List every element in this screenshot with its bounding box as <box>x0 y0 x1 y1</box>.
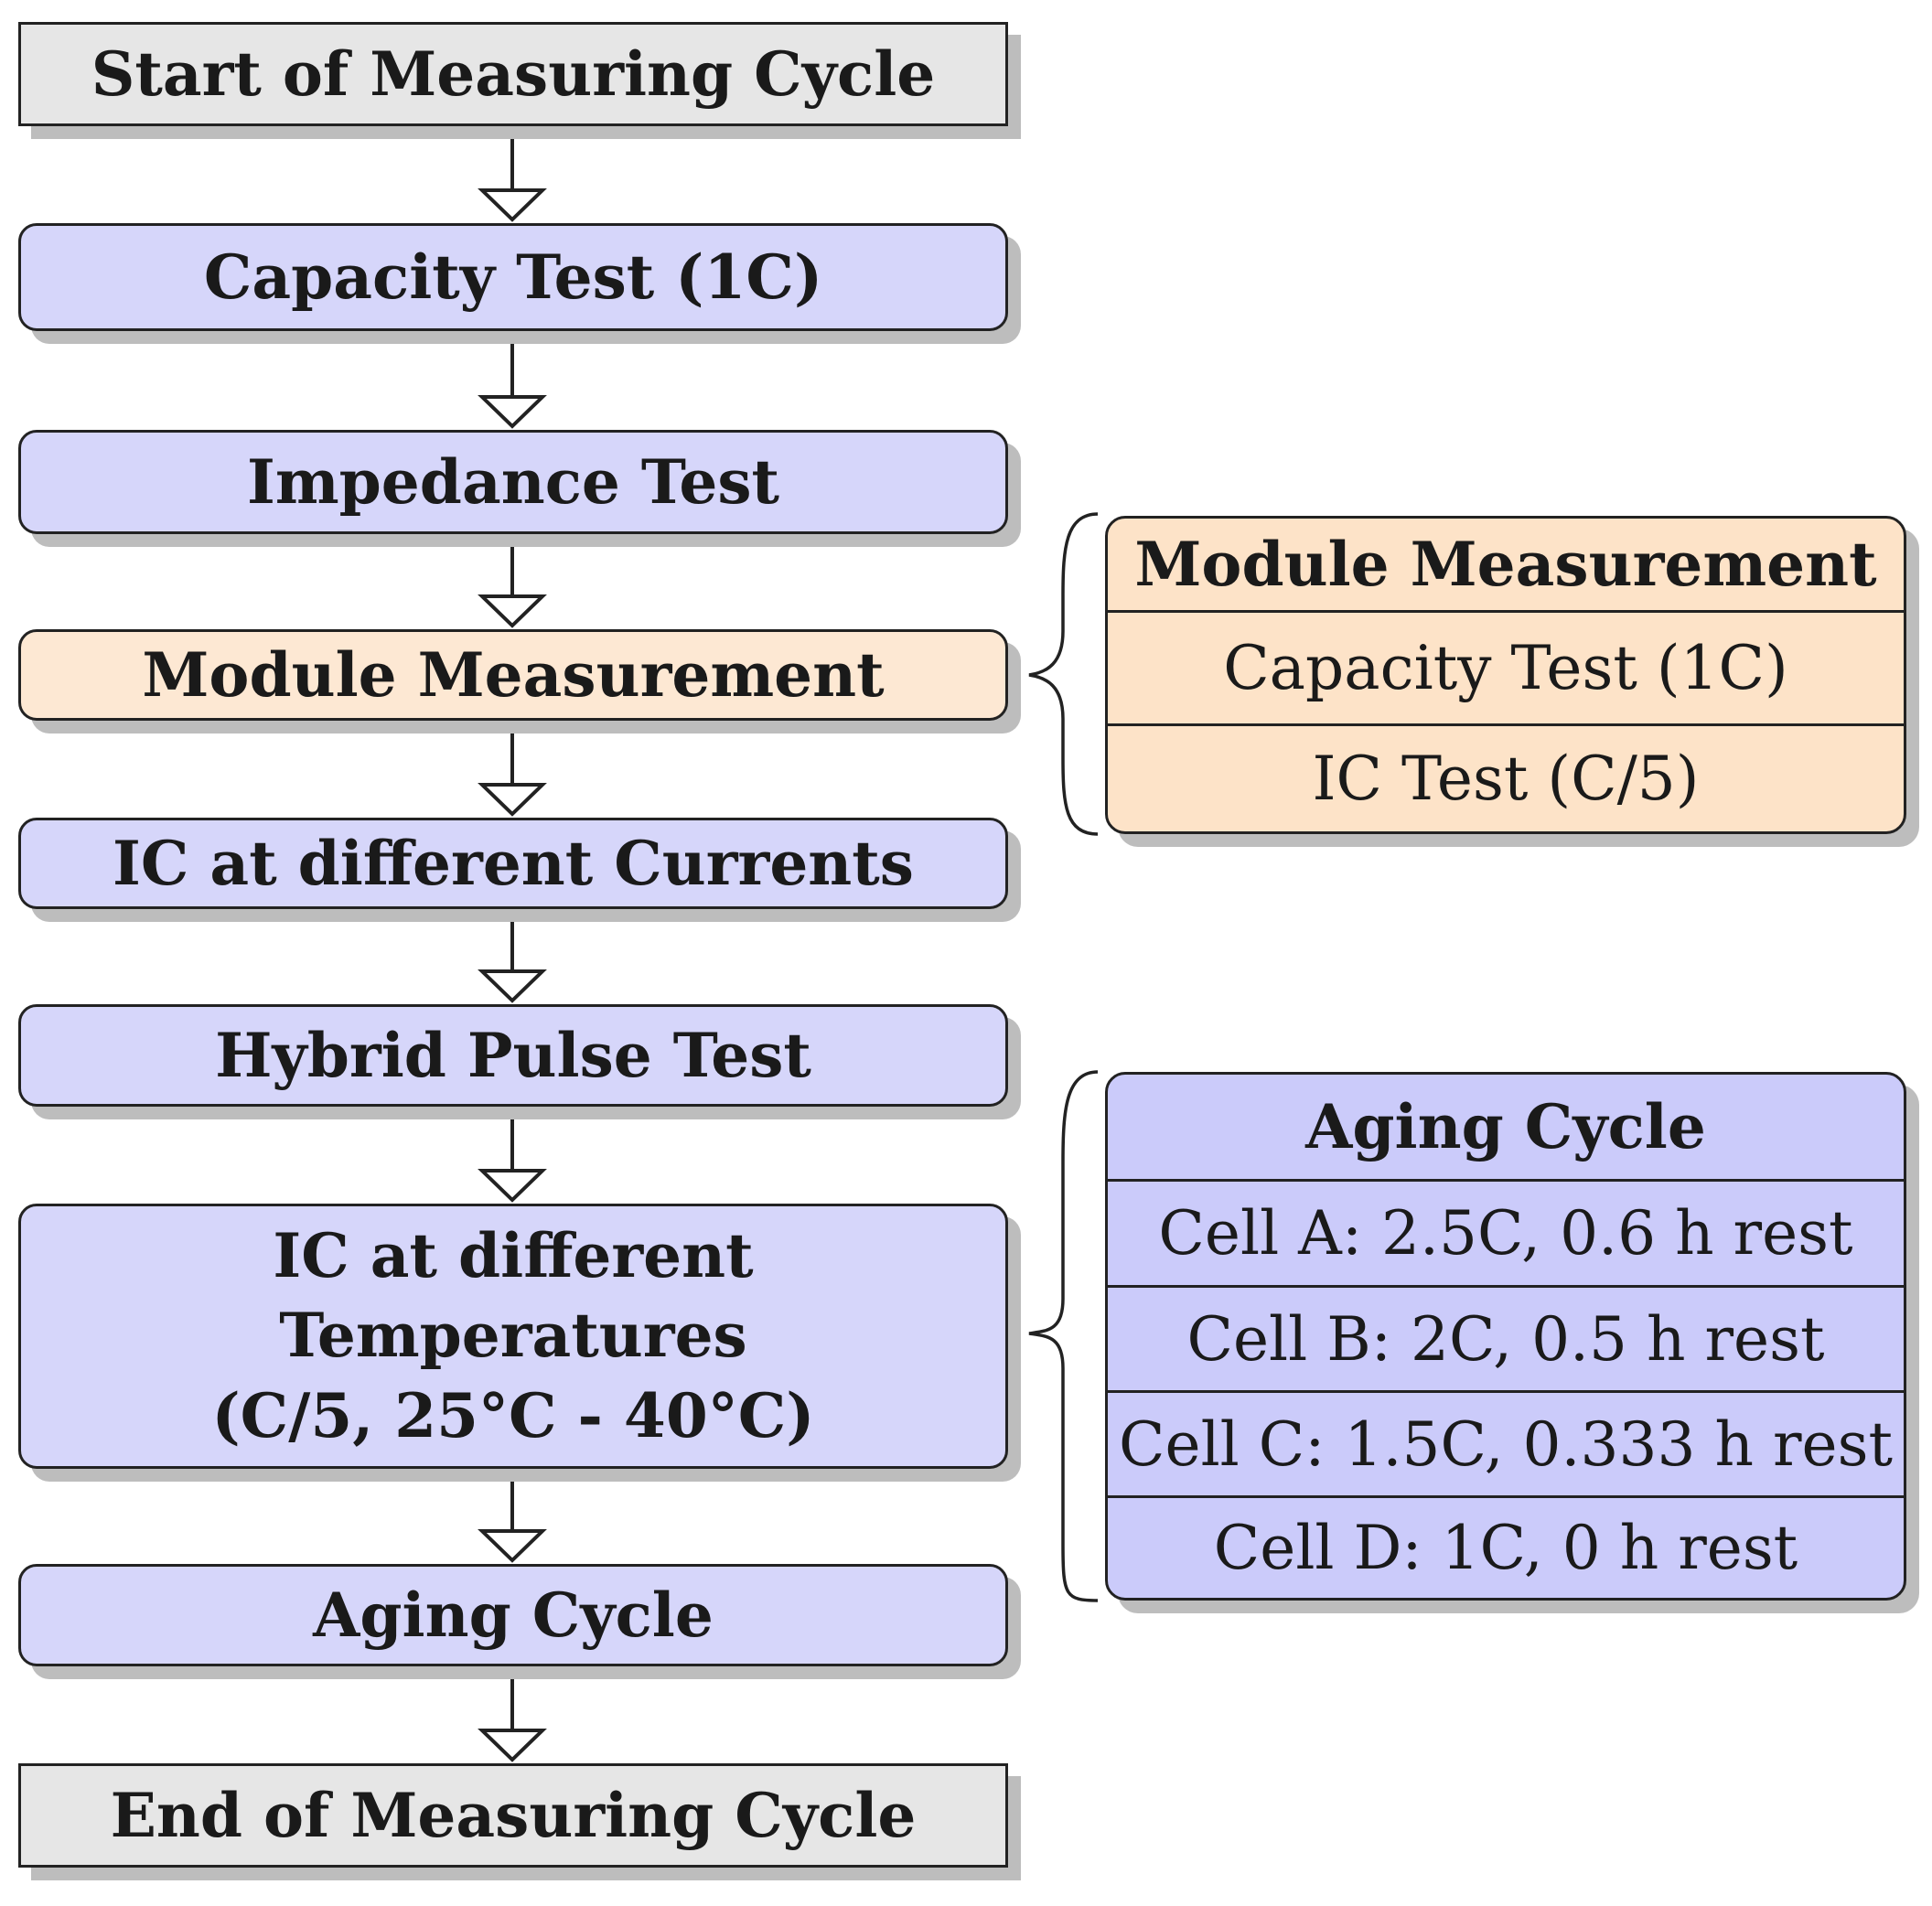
end-node: End of Measuring Cycle <box>18 1763 1008 1868</box>
aging-panel-row: Cell D: 1C, 0 h rest <box>1108 1495 1904 1598</box>
start-node: Start of Measuring Cycle <box>18 22 1008 126</box>
module-panel-row: IC Test (C/5) <box>1108 723 1904 831</box>
module-measurement-node: Module Measurement <box>18 629 1008 721</box>
module-measurement-panel: Module Measurement Capacity Test (1C) IC… <box>1105 516 1906 834</box>
ic-temperatures-line1: IC at different <box>273 1220 754 1292</box>
arrowhead-icon <box>478 783 547 817</box>
impedance-test-node: Impedance Test <box>18 430 1008 534</box>
module-panel-title: Module Measurement <box>1134 529 1877 600</box>
aging-cycle-node: Aging Cycle <box>18 1564 1008 1666</box>
aging-panel-row: Cell C: 1.5C, 0.333 h rest <box>1108 1390 1904 1495</box>
capacity-test-node: Capacity Test (1C) <box>18 223 1008 331</box>
brace-aging-icon <box>1028 1070 1099 1602</box>
ic-currents-node: IC at different Currents <box>18 818 1008 909</box>
arrowhead-icon <box>478 188 547 222</box>
arrowhead-icon <box>478 1729 547 1762</box>
ic-temperatures-node: IC at different Temperatures (C/5, 25°C … <box>18 1204 1008 1469</box>
brace-module-icon <box>1028 512 1099 836</box>
aging-panel-title: Aging Cycle <box>1305 1091 1706 1162</box>
ic-temperatures-line2: Temperatures <box>279 1300 747 1372</box>
arrowhead-icon <box>478 1169 547 1203</box>
aging-panel-row: Cell B: 2C, 0.5 h rest <box>1108 1285 1904 1390</box>
arrowhead-icon <box>478 395 547 429</box>
ic-temperatures-line3: (C/5, 25°C - 40°C) <box>211 1379 815 1451</box>
aging-cycle-panel: Aging Cycle Cell A: 2.5C, 0.6 h rest Cel… <box>1105 1072 1906 1601</box>
aging-panel-row: Cell A: 2.5C, 0.6 h rest <box>1108 1179 1904 1285</box>
arrowhead-icon <box>478 969 547 1003</box>
module-panel-row: Capacity Test (1C) <box>1108 610 1904 723</box>
arrowhead-icon <box>478 594 547 628</box>
hybrid-pulse-node: Hybrid Pulse Test <box>18 1004 1008 1107</box>
arrowhead-icon <box>478 1529 547 1563</box>
